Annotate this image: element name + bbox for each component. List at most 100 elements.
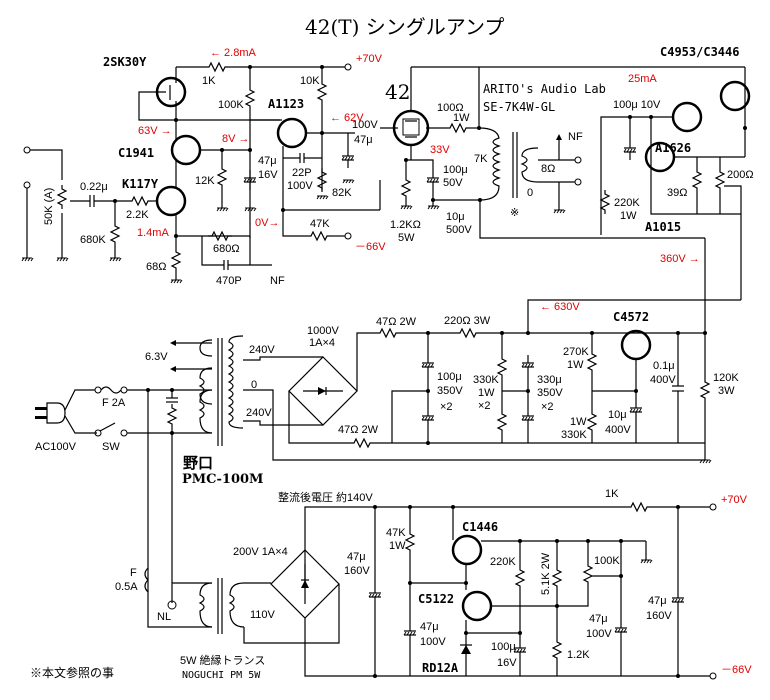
label-r100ohm: 100Ω bbox=[437, 102, 464, 114]
input-terminal-hot bbox=[23, 146, 31, 154]
label-c100u50: 100μ bbox=[443, 164, 468, 176]
label-r120k: 120K bbox=[713, 372, 739, 384]
label-r12k: 12K bbox=[195, 175, 215, 187]
label-r47k: 47K bbox=[310, 218, 330, 230]
label-rect-note: 整流後電圧 約140V bbox=[278, 490, 373, 504]
label-c330u-x2: ×2 bbox=[541, 401, 554, 413]
label-sec-240v-a: 240V bbox=[249, 344, 275, 356]
label-r330k-x2: ×2 bbox=[478, 400, 491, 412]
label-r82k: 82K bbox=[332, 187, 352, 199]
label-c330u-350v: 350V bbox=[537, 387, 563, 399]
label-r120k-3w: 3W bbox=[718, 385, 735, 397]
label-c10u400-400v: 400V bbox=[605, 424, 631, 436]
transistor-c4572 bbox=[620, 329, 652, 361]
label-nf1: NF bbox=[270, 275, 285, 287]
label-c10u400: 10μ bbox=[608, 409, 627, 421]
label-r220k-bot: 220K bbox=[490, 556, 516, 568]
fuse-2a bbox=[94, 386, 102, 394]
label-a1015: A1015 bbox=[645, 220, 681, 234]
label-r1k: 1K bbox=[202, 75, 216, 87]
label-r330k1w-b: 330K bbox=[561, 429, 587, 441]
speaker-terminal-0 bbox=[574, 178, 582, 186]
label-c4572: C4572 bbox=[613, 310, 649, 324]
label-r51k: 5.1K 2W bbox=[540, 552, 552, 595]
label-pot-50k: 50K (A) bbox=[43, 188, 55, 225]
label-c1446: C1446 bbox=[462, 520, 498, 534]
label-c4953: C4953/C3446 bbox=[660, 45, 739, 59]
transistor-c1941 bbox=[170, 134, 202, 166]
label-c47u160b: 47μ bbox=[648, 595, 667, 607]
output-transformer-primary bbox=[478, 127, 501, 201]
ac-plug-icon bbox=[35, 402, 66, 424]
label-r330k1w: 1W bbox=[570, 416, 587, 428]
bridge-rectifier-2 bbox=[270, 549, 340, 619]
label-ac100v: AC100V bbox=[35, 441, 77, 453]
isolation-transformer-secondary bbox=[228, 582, 245, 628]
label-c01-400v: 400V bbox=[650, 374, 676, 386]
label-ot-note: ※ bbox=[510, 207, 519, 219]
label-r100k: 100K bbox=[218, 99, 244, 111]
label-r10k: 10K bbox=[300, 75, 320, 87]
label-ot-0: 0 bbox=[527, 187, 533, 199]
label-c10u500: 10μ bbox=[446, 211, 465, 223]
label-c22p-100v: 100V bbox=[287, 180, 313, 192]
label-heater-6-3v: 6.3V bbox=[145, 351, 168, 363]
label-r220-3w: 220Ω 3W bbox=[444, 315, 491, 327]
label-pot100k: 100K bbox=[594, 555, 620, 567]
label-r12k-bot: 1.2K bbox=[567, 649, 590, 661]
label-c100u350: 100μ bbox=[437, 371, 462, 383]
label-c47u160-160v: 160V bbox=[344, 565, 370, 577]
label-c47u100: 47μ bbox=[420, 621, 439, 633]
credit-model: SE-7K4W-GL bbox=[483, 100, 555, 114]
label-c100u350-350v: 350V bbox=[437, 385, 463, 397]
label-c47u160: 47μ bbox=[347, 551, 366, 563]
voltage-minus66-bot: －66V bbox=[721, 664, 752, 676]
label-ot-8: 8Ω bbox=[541, 163, 555, 175]
voltage-plus70-bot: +70V bbox=[721, 494, 748, 506]
label-c47u: 47μ bbox=[258, 155, 277, 167]
tube-label: 42 bbox=[385, 80, 410, 104]
credit-lab: ARITO's Audio Lab bbox=[483, 82, 606, 96]
label-k117y: K117Y bbox=[122, 177, 159, 191]
neon-lamp bbox=[167, 600, 177, 610]
label-16v: 16V bbox=[258, 169, 278, 181]
label-pt-model: PMC-100M bbox=[182, 472, 263, 487]
transistor-c1446 bbox=[451, 534, 483, 566]
label-c5122: C5122 bbox=[418, 592, 454, 606]
label-r330k: 330K bbox=[473, 374, 499, 386]
label-sec-0: 0 bbox=[251, 379, 257, 391]
transistor-k117y bbox=[155, 185, 187, 217]
speaker-terminal-8 bbox=[574, 156, 582, 164]
label-bridge2: 200V 1A×4 bbox=[233, 546, 288, 558]
label-c100u10: 100μ 10V bbox=[613, 99, 661, 111]
zener-diode bbox=[461, 645, 471, 654]
label-c100u16-16v: 16V bbox=[497, 657, 517, 669]
terminal-minus66 bbox=[344, 232, 352, 240]
current-2-8ma: ← 2.8mA bbox=[210, 47, 257, 59]
label-r1k-bot: 1K bbox=[605, 488, 619, 500]
label-c470p: 470P bbox=[216, 275, 242, 287]
transistor-c5122 bbox=[461, 590, 493, 622]
voltage-0v: 0V→ bbox=[255, 217, 279, 229]
terminal-plus70 bbox=[344, 63, 352, 71]
label-r12k5w-5w: 5W bbox=[398, 232, 415, 244]
tube-42 bbox=[392, 109, 430, 147]
label-2sk30y: 2SK30Y bbox=[103, 55, 147, 69]
label-r220k: 220K bbox=[614, 197, 640, 209]
page-title: 42(T) シングルアンプ bbox=[305, 15, 504, 39]
label-bridge1: 1000V bbox=[307, 325, 339, 337]
label-switch: SW bbox=[102, 441, 120, 453]
label-c330u: 330μ bbox=[537, 374, 562, 386]
voltage-360v: 360V → bbox=[660, 253, 700, 265]
voltage-630v: ← 630V bbox=[540, 301, 580, 313]
label-r47-2w-b: 47Ω 2W bbox=[338, 424, 379, 436]
label-c47u100-100v: 100V bbox=[420, 636, 446, 648]
label-a1123: A1123 bbox=[268, 97, 304, 111]
transistor-c4953 bbox=[719, 80, 751, 112]
label-iso-model: NOGUCHI PM 5W bbox=[182, 670, 261, 681]
label-sec-110v: 110V bbox=[250, 609, 276, 621]
label-r680: 680Ω bbox=[213, 243, 240, 255]
label-r100ohm-1w: 1W bbox=[453, 112, 470, 124]
label-c1941: C1941 bbox=[118, 146, 154, 160]
label-bridge1-b: 1A×4 bbox=[309, 337, 335, 349]
